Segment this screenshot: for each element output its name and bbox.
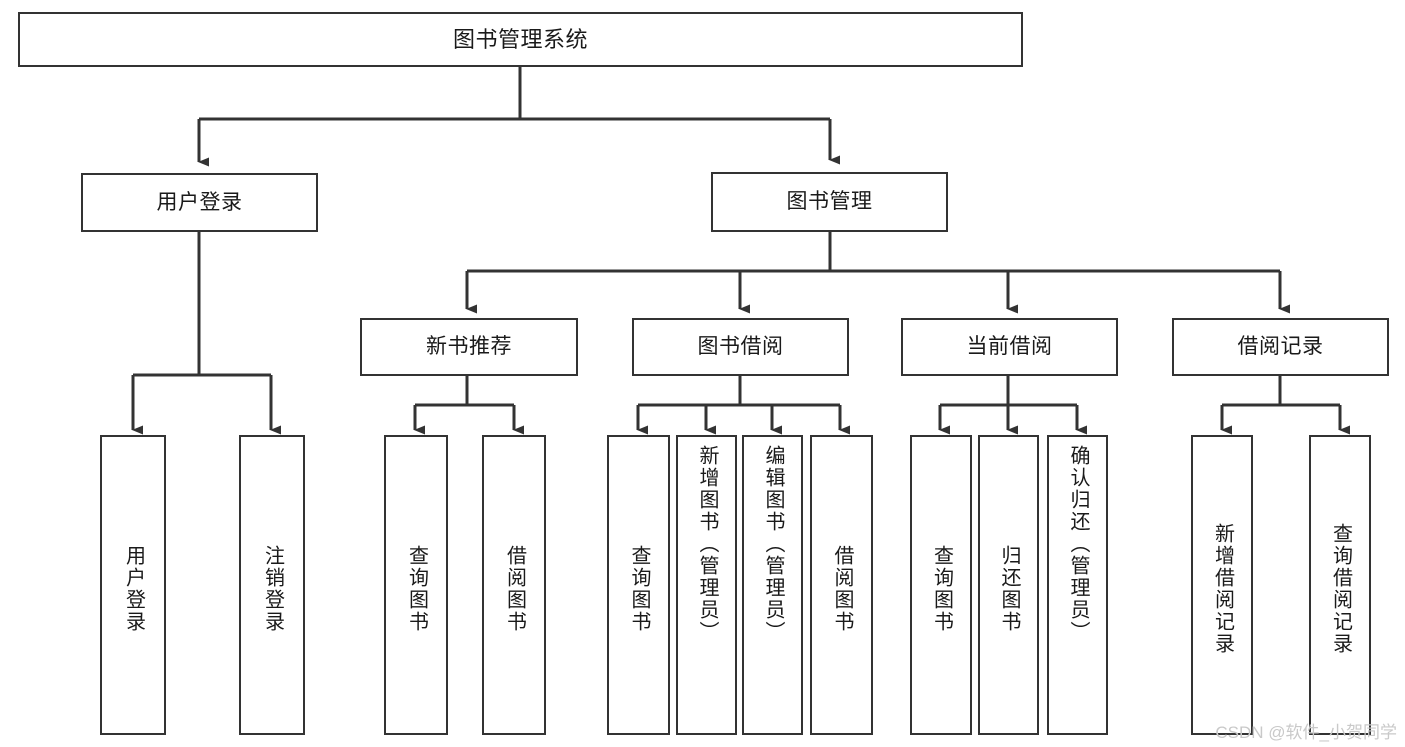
edge-current-borrow-to-leaves	[938, 376, 1087, 435]
node-leaf-edit-book[interactable]: 编辑图书（管理员）	[742, 435, 803, 735]
node-label: 查询图书	[930, 545, 953, 633]
node-label: 编辑图书（管理员）	[762, 445, 784, 643]
node-label: 借阅记录	[1237, 335, 1324, 359]
node-user-login[interactable]: 用户登录	[81, 173, 318, 232]
node-label: 确认归还（管理员）	[1067, 445, 1089, 643]
node-leaf-confirm-return[interactable]: 确认归还（管理员）	[1047, 435, 1108, 735]
node-leaf-query-book-borrow[interactable]: 查询图书	[607, 435, 670, 735]
node-label: 用户登录	[122, 545, 145, 633]
node-leaf-return-book[interactable]: 归还图书	[978, 435, 1039, 735]
edge-book-borrow-to-leaves	[636, 376, 850, 435]
node-current-borrow[interactable]: 当前借阅	[901, 318, 1118, 376]
node-new-book-recommend[interactable]: 新书推荐	[360, 318, 578, 376]
edge-book-management-to-level2	[465, 232, 1290, 314]
node-label: 归还图书	[998, 545, 1020, 633]
node-leaf-borrow-book-recommend[interactable]: 借阅图书	[482, 435, 546, 735]
node-root-system[interactable]: 图书管理系统	[18, 12, 1023, 67]
watermark-credit: CSDN @软件_小贺同学	[1215, 723, 1397, 742]
node-book-management[interactable]: 图书管理	[711, 172, 948, 232]
node-label: 借阅图书	[503, 545, 526, 633]
node-leaf-borrow-book[interactable]: 借阅图书	[810, 435, 873, 735]
node-leaf-user-login[interactable]: 用户登录	[100, 435, 166, 735]
node-label: 查询图书	[628, 545, 650, 633]
node-label: 注销登录	[261, 545, 284, 633]
node-leaf-query-borrow-record[interactable]: 查询借阅记录	[1309, 435, 1371, 735]
node-label: 当前借阅	[966, 335, 1053, 359]
edge-root-to-level1	[197, 67, 840, 167]
node-label: 用户登录	[156, 190, 243, 214]
node-label: 图书管理系统	[452, 26, 588, 52]
node-leaf-logout-login[interactable]: 注销登录	[239, 435, 305, 735]
node-leaf-query-book-recommend[interactable]: 查询图书	[384, 435, 448, 735]
node-leaf-add-borrow-record[interactable]: 新增借阅记录	[1191, 435, 1253, 735]
node-label: 新书推荐	[426, 335, 512, 359]
node-leaf-add-book[interactable]: 新增图书（管理员）	[676, 435, 737, 735]
node-book-borrow[interactable]: 图书借阅	[632, 318, 849, 376]
node-borrow-record[interactable]: 借阅记录	[1172, 318, 1389, 376]
edge-new-book-recommend-to-leaves	[413, 376, 524, 435]
node-label: 借阅图书	[831, 545, 853, 633]
node-label: 新增借阅记录	[1211, 523, 1234, 655]
edge-borrow-record-to-leaves	[1220, 376, 1350, 435]
node-label: 图书借阅	[697, 335, 784, 359]
node-label: 查询图书	[405, 545, 428, 633]
node-label: 图书管理	[786, 190, 873, 214]
node-label: 查询借阅记录	[1329, 523, 1352, 655]
edge-user-login-to-leaves	[131, 232, 281, 435]
node-label: 新增图书（管理员）	[696, 445, 718, 643]
node-leaf-query-book-current[interactable]: 查询图书	[910, 435, 972, 735]
